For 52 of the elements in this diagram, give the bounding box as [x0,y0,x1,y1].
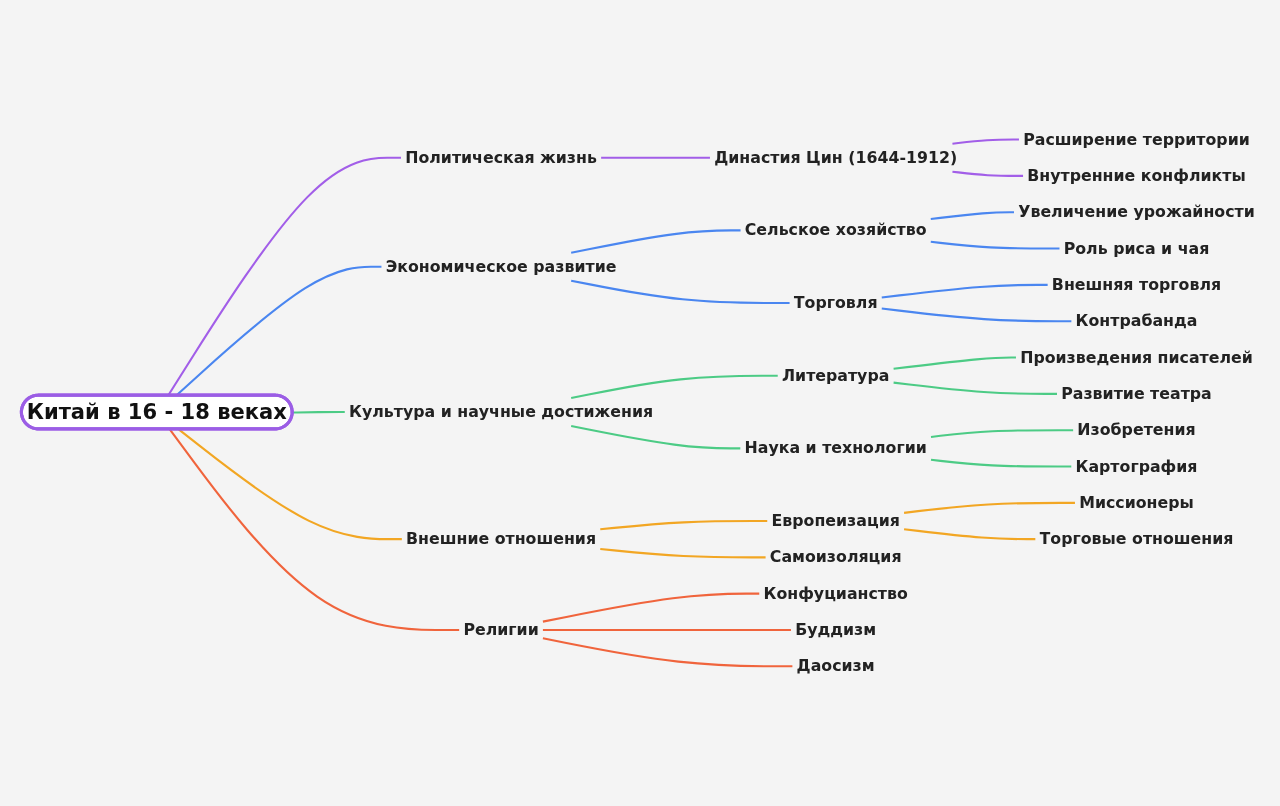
node-text: Картография [1075,456,1198,476]
connector [542,637,793,668]
connector [599,548,766,559]
node-text: Увеличение урожайности [1018,202,1255,222]
node-text: Миссионеры [1078,493,1194,513]
node-text: Внешние отношения [405,529,596,549]
node-text: Роль риса и чая [1063,238,1210,258]
connector [930,211,1014,221]
node-text: Династия Цин (1644-1912) [713,148,957,167]
connector [881,307,1072,323]
connector [903,528,1036,541]
connector [570,279,790,305]
node-text: Расширение территории [1022,129,1250,149]
node-text: Внутренние конфликты [1027,166,1246,186]
node-text: Религии [463,620,539,640]
node-text: Буддизм [794,620,876,640]
node-text: Торговые отношения [1039,529,1234,549]
node-text: Европеизация [771,511,900,531]
node-text: Конфуцианство [763,583,908,603]
connector [952,170,1023,177]
node-text: Политическая жизнь [404,148,597,167]
connector [600,156,710,159]
connector [952,138,1019,145]
node-text: Контрабанда [1075,311,1198,331]
connector [903,501,1075,514]
connector [893,381,1057,395]
connector [930,240,1060,250]
node-text: Развитие театра [1061,384,1212,404]
connector [570,374,778,400]
connector [599,520,768,531]
connector [542,592,760,623]
node-text: Наука и технологии [744,438,927,458]
connector [881,283,1048,299]
node-text: Культура и научные достижения [348,402,653,422]
connector [893,356,1016,370]
node-text: Самоизоляция [769,547,902,567]
node-text: Внешняя торговля [1051,275,1221,295]
node-text: Экономическое развитие [385,257,617,276]
node-text: Изобретения [1077,420,1196,440]
connector [570,425,741,450]
node-text: Литература [781,366,890,385]
node-text: Торговля [793,293,878,313]
connector [930,429,1073,439]
connector [930,458,1072,468]
connector [168,428,459,632]
node-text: Произведения писателей [1019,347,1253,367]
connector [292,411,345,414]
connector [570,229,741,254]
connector [177,428,402,541]
node-text: Сельское хозяйство [744,220,927,240]
connector [542,629,791,632]
node-text: Даосизм [796,656,875,676]
